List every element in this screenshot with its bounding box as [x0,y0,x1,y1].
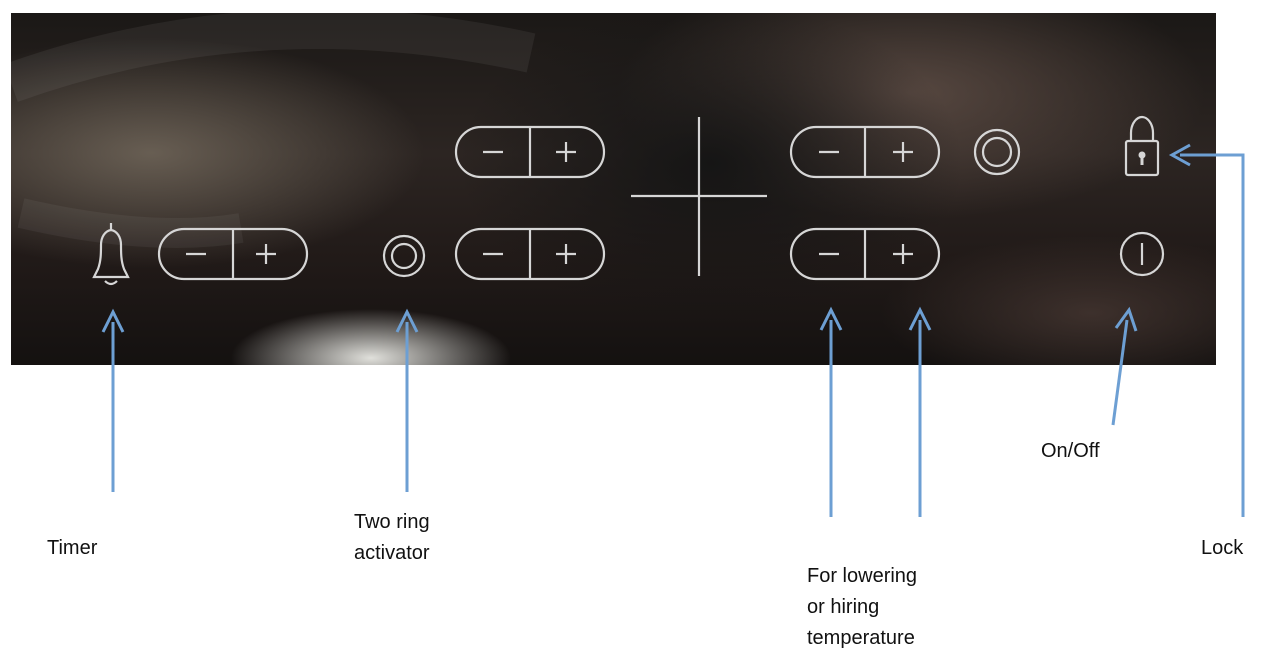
two-ring-label-line-2: activator [354,542,430,564]
temperature-label: For lowering or hiring temperature [807,561,917,654]
lock-icon[interactable] [1124,115,1160,177]
double-ring-icon[interactable] [973,128,1021,176]
two-ring-arrow [395,308,419,492]
lock-arrow [1168,143,1245,517]
cooktop-control-panel [11,13,1216,365]
bell-icon[interactable] [92,223,130,286]
timer-label: Timer [47,537,98,559]
temperature-minus-arrow [819,306,843,517]
on-off-arrow [1111,306,1138,426]
timer-arrow [101,308,125,492]
front-right-stepper[interactable] [789,227,941,281]
temperature-label-line-2: or hiring [807,596,880,618]
zone-divider-cross [631,117,767,276]
two-ring-label-line-1: Two ring [354,511,430,533]
lock-label: Lock [1201,537,1244,559]
timer-stepper[interactable] [157,227,309,281]
power-icon[interactable] [1119,231,1165,277]
on-off-label: On/Off [1041,440,1100,462]
rear-right-stepper[interactable] [789,125,941,179]
temperature-plus-arrow [908,306,932,517]
temperature-label-line-1: For lowering [807,565,918,587]
two-ring-icon[interactable] [382,234,426,278]
temperature-label-line-3: temperature [807,627,915,649]
rear-left-stepper[interactable] [454,125,606,179]
two-ring-activator-label: Two ring activator [354,507,430,569]
front-left-stepper[interactable] [454,227,606,281]
